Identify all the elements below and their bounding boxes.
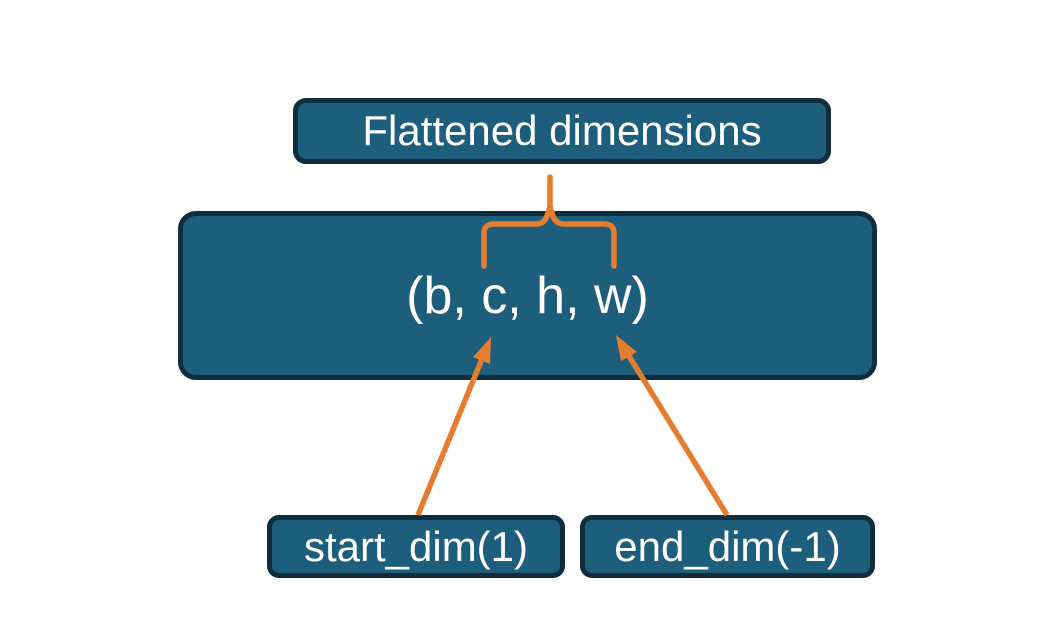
flattened-dimensions-box: Flattened dimensions bbox=[293, 98, 831, 164]
start-dim-box: start_dim(1) bbox=[267, 515, 565, 578]
start-dim-label: start_dim(1) bbox=[303, 522, 529, 570]
tensor-shape-label: (b, c, h, w) bbox=[406, 266, 649, 325]
flattened-dimensions-label: Flattened dimensions bbox=[362, 107, 762, 154]
start-dim-arrow-line bbox=[415, 357, 485, 517]
tensor-shape-box: (b, c, h, w) bbox=[178, 211, 877, 380]
end-dim-label: end_dim(-1) bbox=[614, 522, 841, 570]
end-dim-box: end_dim(-1) bbox=[580, 515, 875, 578]
